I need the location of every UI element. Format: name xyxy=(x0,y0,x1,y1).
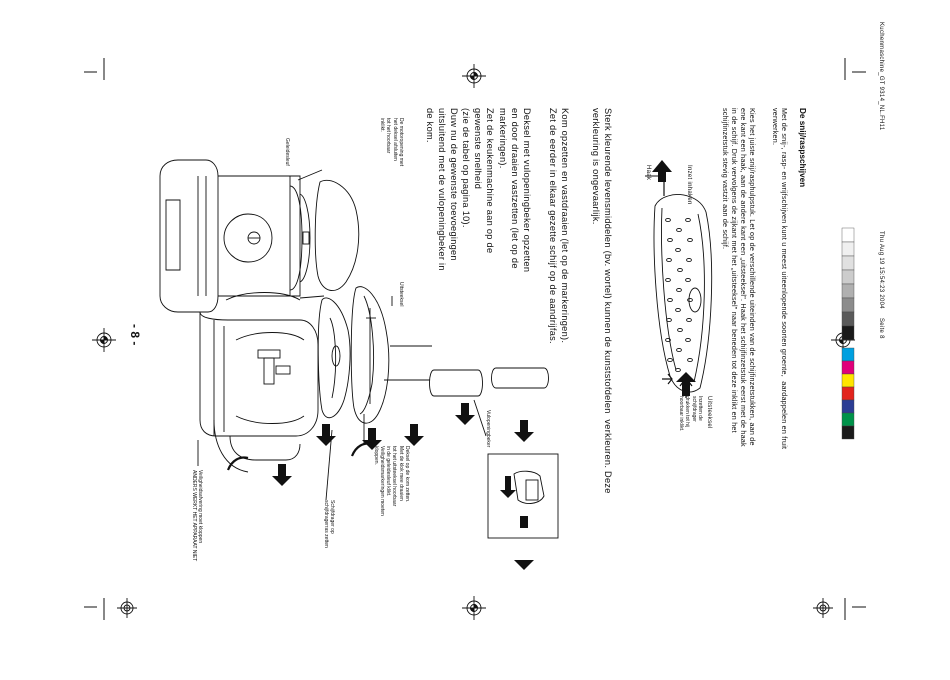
arrow-up-icon xyxy=(676,372,696,382)
instruction-paragraph: Kies het juiste snij/rasphulpstuk. Let o… xyxy=(721,108,766,447)
arrow-up-icon xyxy=(652,160,672,172)
grater-hole xyxy=(665,217,671,223)
grater-hole xyxy=(665,337,671,343)
label-inzet-inhaken: Inzet inhaken xyxy=(686,165,692,205)
grayscale-bar xyxy=(841,227,855,341)
grater-hole xyxy=(687,237,693,243)
arrow-right-icon xyxy=(514,516,534,570)
page-number: - 8 - xyxy=(128,324,142,346)
grater-hole xyxy=(676,287,682,293)
disc-insert-illustration xyxy=(645,175,713,398)
grater-hole xyxy=(675,247,681,253)
assembly-line: Kom opzetten en vastdraaien (let op de m… xyxy=(559,108,570,344)
crop-marks xyxy=(84,58,866,620)
grater-hole xyxy=(685,217,691,223)
grater-hole xyxy=(666,257,672,263)
grater-hole xyxy=(667,237,673,243)
step-line: markeringen). xyxy=(497,108,508,169)
assembly-paragraph: Kom opzetten en vastdraaien (let op de m… xyxy=(547,108,583,344)
arrow-down-icon xyxy=(682,382,690,396)
step-line: uitsluitend met de vulopeningbeker in xyxy=(436,108,447,271)
file-info: Kuchenmaschine_GT 9314_NL.FH11 xyxy=(878,22,884,131)
label-deksel-note: Deksel op de kom zetten. Met de klok mee… xyxy=(372,446,410,516)
section-title: De snij/raspschijven xyxy=(798,108,807,188)
food-processor-illustration xyxy=(159,159,559,539)
grater-hole xyxy=(667,297,673,303)
label-schijfdrager: Schijfdrager op schijfdragerras zetten xyxy=(322,500,335,548)
step-line: en door draaien vastzetten (let op de xyxy=(509,108,520,269)
arrow-left-icon xyxy=(404,424,424,446)
color-swatch-blue xyxy=(841,399,855,414)
color-swatch-green xyxy=(841,412,855,427)
step-line: Deksel met vulopeningbeker opzetten xyxy=(521,108,532,273)
direction-arrows xyxy=(272,403,534,570)
intro-line: Met de snij-, rasp- en wrijfschijven kun… xyxy=(780,108,789,450)
label-motor-note: De motoropening met het deksel afsluiten… xyxy=(379,118,404,167)
grater-hole xyxy=(687,357,693,363)
color-swatch-magenta xyxy=(841,360,855,375)
color-warning-paragraph: Sterk kleurende levensmiddelen (bv. wort… xyxy=(590,108,626,494)
color-swatch-cyan xyxy=(841,347,855,362)
rotate-arrow-icon xyxy=(500,476,516,498)
label-warning-note: Veiligheidsafvering moet kloppen ANDERS … xyxy=(190,470,203,562)
label-inzetten: Inzetten de schijfdrager drukken tot hij… xyxy=(678,396,703,432)
grater-hole xyxy=(685,277,691,283)
arrow-left-icon xyxy=(514,420,534,442)
assembly-line: Zet de eerder in elkaar gezette schijf o… xyxy=(547,108,558,344)
paragraph-line: schijfinzetstuk stevig vastzit aan de sc… xyxy=(721,108,730,250)
steps-paragraph: Deksel met vulopeningbeker opzetten en d… xyxy=(424,108,545,272)
color-swatch-dark xyxy=(841,425,855,440)
grater-hole xyxy=(667,357,673,363)
arrow-down-icon xyxy=(658,168,666,182)
grater-hole xyxy=(676,227,682,233)
intro-line: verwerken. xyxy=(771,108,780,146)
intro-text: Met de snij-, rasp- en wrijfschijven kun… xyxy=(771,108,798,449)
color-swatch-red xyxy=(841,386,855,401)
step-line: Zet de keukenmachine aan op de xyxy=(485,108,496,254)
grater-hole xyxy=(677,327,683,333)
label-geleidesleuf: Geleidesleuf xyxy=(284,138,290,166)
warning-line: Sterk kleurende levensmiddelen (bv. wort… xyxy=(602,108,613,494)
color-swatch-yellow xyxy=(841,373,855,388)
grater-hole xyxy=(685,337,691,343)
step-line: (zie de tabel op pagina 10). xyxy=(461,108,472,228)
paragraph-line: in de schijf. Druk vervolgens de zijkant… xyxy=(730,108,739,433)
grater-hole xyxy=(686,317,692,323)
color-bar xyxy=(841,347,855,440)
arrow-left-icon xyxy=(316,424,336,446)
step-line: Duw nu de gewenste toevoegingen xyxy=(449,108,460,261)
label-haak: Haak xyxy=(645,165,651,181)
page-label: Seite 8 xyxy=(878,318,884,339)
paragraph-line: ene kant een haak, aan de andere kant ee… xyxy=(739,108,748,447)
arrow-left-icon xyxy=(272,464,292,486)
label-uitsteeksel-bottom: Uitsteeksel xyxy=(398,282,404,307)
grater-hole xyxy=(677,267,683,273)
grater-hole xyxy=(675,367,681,373)
grater-hole xyxy=(666,317,672,323)
grater-hole xyxy=(686,257,692,263)
grater-hole xyxy=(676,347,682,353)
rotate-arrow-icon xyxy=(226,442,373,471)
step-line: gewenste snelheid xyxy=(473,108,484,190)
warning-line: verkleuring is ongevaarlijk. xyxy=(590,108,601,225)
grater-hole xyxy=(675,307,681,313)
label-uitsteeksel-top: Uitsteeksel xyxy=(706,396,712,429)
step-line: de kom. xyxy=(424,108,435,143)
grater-hole xyxy=(665,277,671,283)
arrow-left-icon xyxy=(455,403,475,425)
date-info: Thu Aug 19 15:54:23 2004 xyxy=(878,231,884,309)
label-vulopening: Vulopeningbeker xyxy=(485,410,491,448)
paragraph-line: Kies het juiste snij/rasphulpstuk. Let o… xyxy=(748,108,757,446)
grater-hole xyxy=(687,297,693,303)
